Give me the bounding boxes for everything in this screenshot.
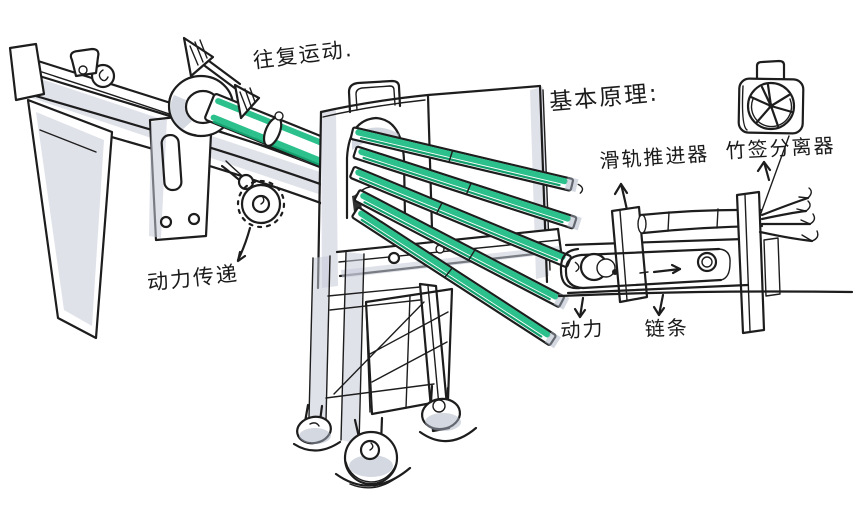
support-wedge <box>26 98 114 340</box>
bamboo-strip <box>349 126 584 194</box>
caster-wheel-left-icon <box>292 403 342 452</box>
pusher-label: 滑轨推进器 <box>599 141 710 173</box>
handle <box>347 79 402 114</box>
pusher-label-arrow <box>613 182 629 212</box>
separator-plate <box>735 190 781 335</box>
chain-callout-arrow <box>652 293 666 317</box>
chain-label: 链条 <box>644 315 689 341</box>
cart-frame <box>308 251 454 445</box>
power-callout-arrow <box>573 296 587 319</box>
caster-wheel-right-icon <box>418 384 478 443</box>
split-fan-arrows-icon <box>758 187 819 243</box>
bamboo-strip <box>349 165 580 273</box>
caster-wheel-center-icon <box>334 416 412 489</box>
separator-label-arrow <box>756 135 790 225</box>
splitter-spokes <box>749 83 794 128</box>
bamboo-strips <box>349 126 584 349</box>
bearing-plate <box>148 111 214 242</box>
power-transmission-arrow <box>236 226 252 263</box>
schematic-title: 基本原理: <box>548 81 660 116</box>
reciprocating-motion-label: 往复运动. <box>252 37 355 73</box>
reciprocating-motion-arrow-icon <box>182 36 261 120</box>
chain-direction-arrow <box>639 263 682 275</box>
bamboo-strip <box>353 189 570 310</box>
machine-sketch: 往复运动. 动力传递 <box>8 36 584 489</box>
separator-front-view-icon <box>737 59 805 135</box>
chain-loop <box>559 247 731 290</box>
principle-schematic: 基本原理: 竹签分离器 滑轨推进器 <box>548 59 854 343</box>
bamboo-strip <box>352 145 582 231</box>
power-label: 动力 <box>560 316 606 343</box>
schematic-side-view: 动力 链条 <box>557 187 854 343</box>
bamboo-strip <box>351 206 561 349</box>
baseline <box>557 290 854 298</box>
power-transmission-label: 动力传递 <box>146 261 240 294</box>
drive-sprocket-icon <box>220 160 286 229</box>
